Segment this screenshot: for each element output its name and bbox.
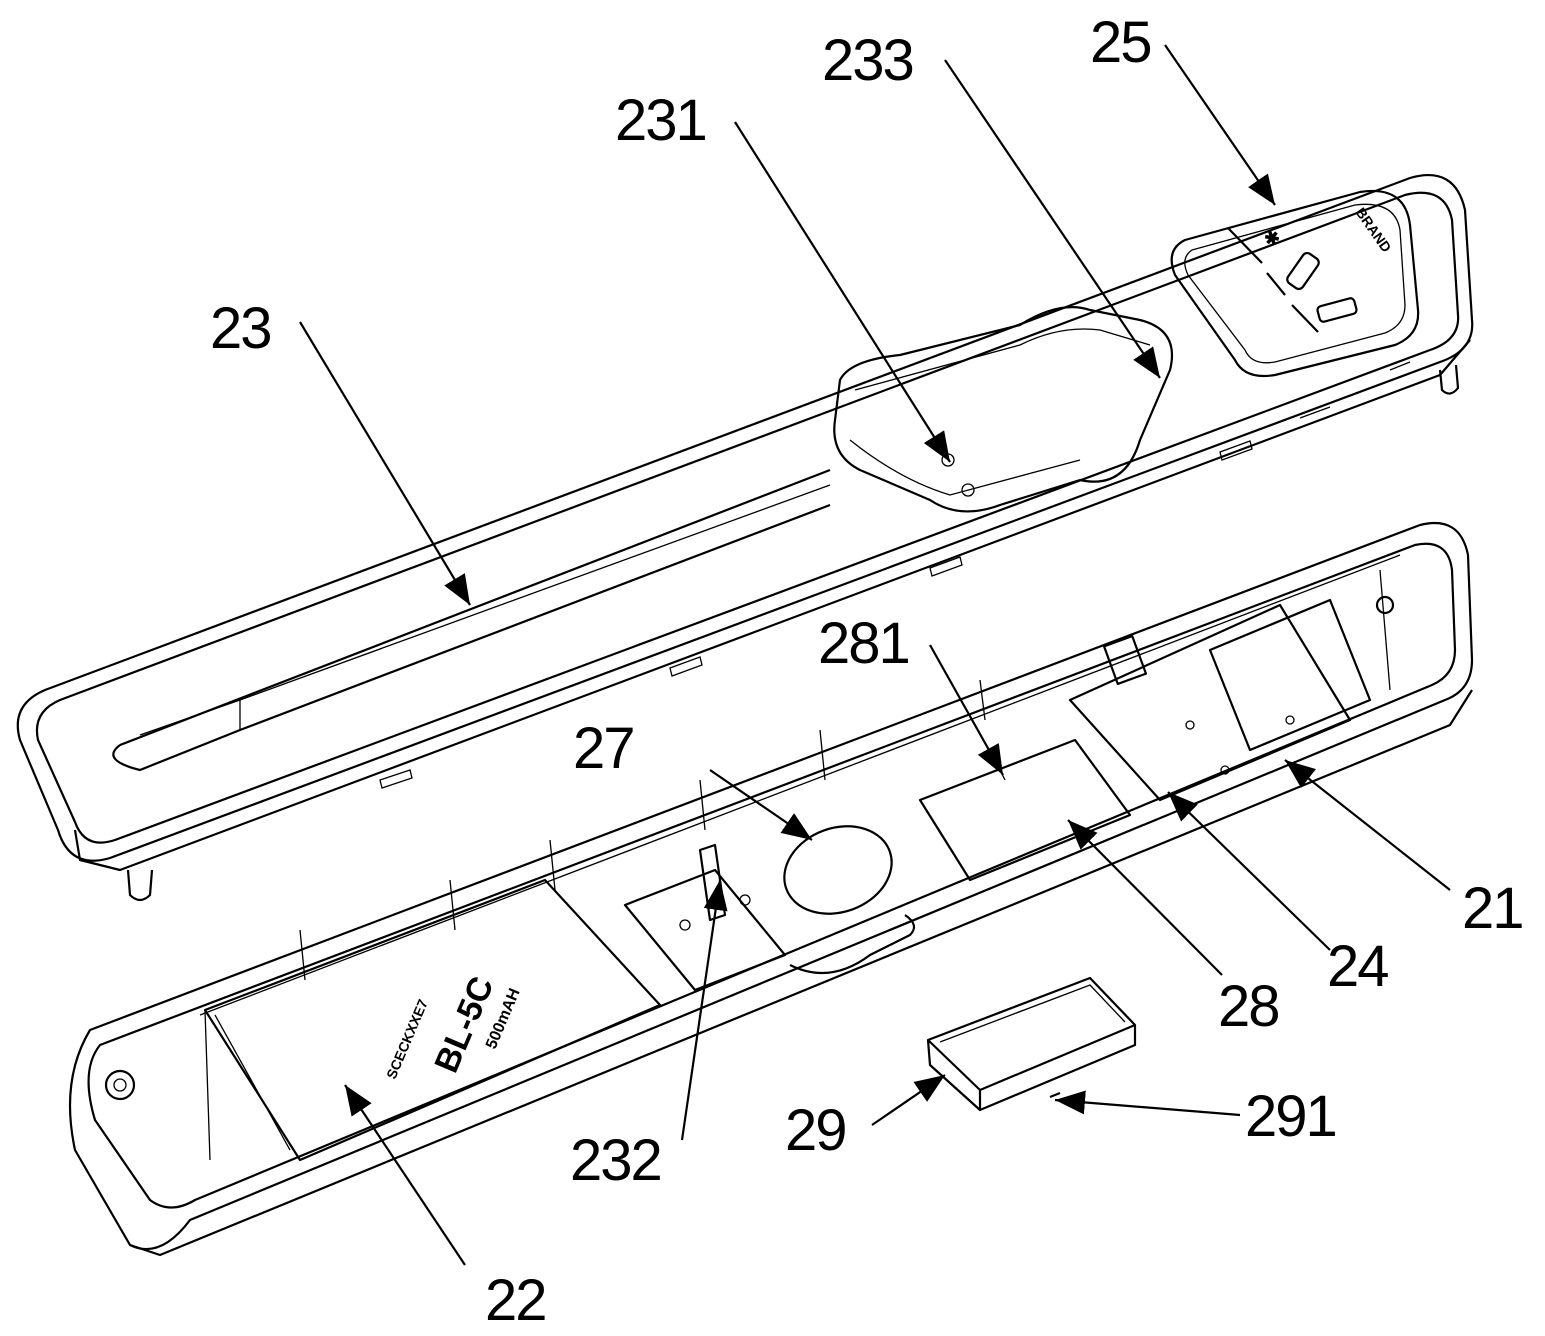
leader-29 bbox=[872, 1075, 945, 1125]
label-28: 28 bbox=[1218, 978, 1279, 1036]
leader-232 bbox=[682, 880, 720, 1140]
top-cover: ✱ BRAND bbox=[18, 175, 1472, 900]
battery-code-text: SCECKXXE7 bbox=[383, 997, 431, 1082]
label-27: 27 bbox=[573, 720, 634, 778]
leader-25 bbox=[1165, 45, 1275, 205]
tray-29 bbox=[928, 978, 1135, 1110]
label-21: 21 bbox=[1462, 880, 1523, 938]
leader-231 bbox=[735, 122, 950, 462]
label-24: 24 bbox=[1327, 938, 1388, 996]
label-232: 232 bbox=[570, 1132, 661, 1190]
leader-233 bbox=[945, 60, 1160, 378]
leader-24 bbox=[1168, 792, 1330, 950]
leader-21 bbox=[1285, 760, 1450, 890]
label-25: 25 bbox=[1090, 14, 1151, 72]
power-icon bbox=[1285, 251, 1320, 291]
magnet-coil bbox=[772, 812, 904, 929]
label-281: 281 bbox=[818, 615, 909, 673]
label-22: 22 bbox=[485, 1272, 546, 1330]
leader-281 bbox=[930, 645, 1003, 775]
label-233: 233 bbox=[822, 32, 913, 90]
label-231: 231 bbox=[615, 92, 706, 150]
label-29: 29 bbox=[785, 1102, 846, 1160]
battery-level-icon bbox=[1317, 297, 1358, 322]
label-291: 291 bbox=[1245, 1088, 1336, 1146]
battery bbox=[205, 880, 660, 1160]
panel-icons: ✱ BRAND bbox=[1228, 205, 1395, 332]
leader-291 bbox=[1055, 1100, 1240, 1115]
brand-text: BRAND bbox=[1353, 205, 1395, 256]
recess-28 bbox=[920, 740, 1130, 880]
battery-model-text: BL-5C bbox=[427, 971, 501, 1078]
bluetooth-icon: ✱ bbox=[1259, 226, 1283, 251]
button-panel bbox=[1172, 191, 1418, 376]
leader-28 bbox=[1068, 820, 1222, 975]
pen-slot bbox=[113, 470, 830, 770]
circuit-board bbox=[1070, 605, 1350, 800]
label-23: 23 bbox=[210, 300, 271, 358]
